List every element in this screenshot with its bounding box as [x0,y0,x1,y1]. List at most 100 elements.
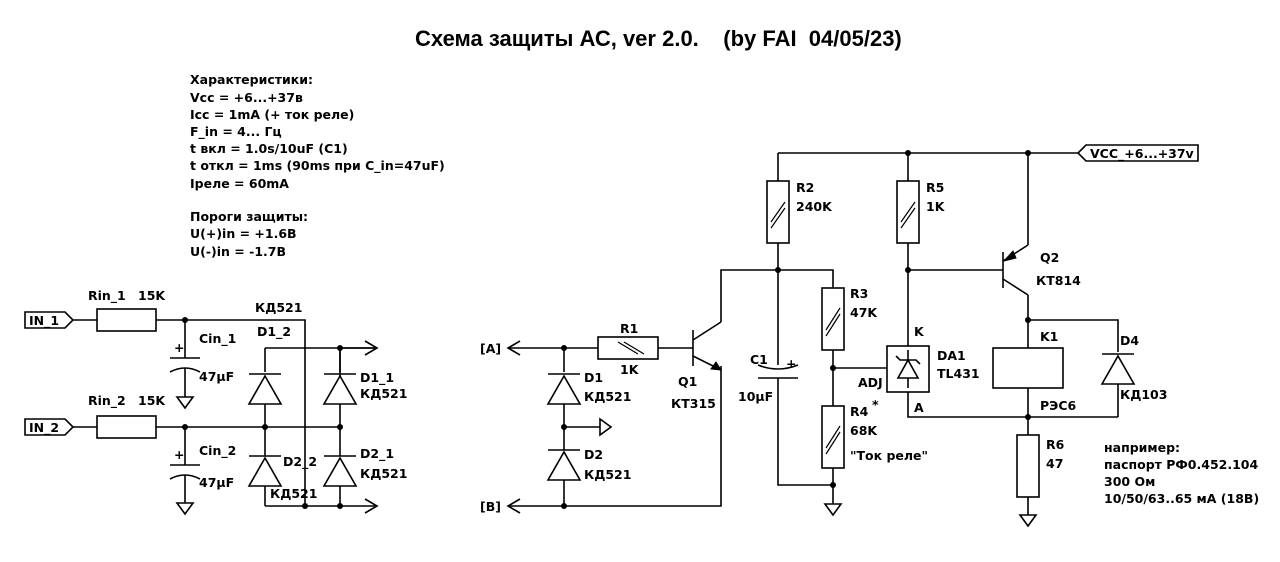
q2-name: Q2 [1040,250,1059,265]
schematic-title: Схема защиты АС, ver 2.0. (by FAI 04/05/… [415,26,902,51]
r3-mark [825,307,841,331]
r4-mark [825,431,841,455]
cin1-name: Cin_1 [199,331,236,347]
input-section: IN_1 Rin_1 15K + Cin_1 47µF IN_2 Rin_2 1… [24,288,407,516]
rin1-name: Rin_1 [88,288,126,304]
q1-collector [692,321,722,341]
r5-name: R5 [926,180,944,195]
r3-value: 47K [850,305,878,320]
da1-value: TL431 [937,366,980,381]
junction-dot [337,503,343,509]
rin1-resistor [96,308,157,332]
thresholds-heading: Пороги защиты: [190,209,308,224]
port-a-label: [A] [480,341,501,356]
d2-1-value: КД521 [360,466,407,481]
d2-1-diode [322,456,358,487]
cin2-plus: + [174,447,184,462]
d4-name: D4 [1120,333,1139,348]
characteristics-heading: Характеристики: [190,72,313,87]
k1-value: РЭС6 [1040,398,1077,413]
in2-label: IN_2 [29,420,59,436]
ground-icon [823,503,843,517]
spec-line: Vcc = +6...+37в [190,90,303,105]
d1-2-name: D1_2 [257,324,291,340]
c1-value: 10µF [738,389,773,404]
rin2-name: Rin_2 [88,393,126,409]
d1-1-value: КД521 [360,386,407,401]
r2-mark [770,207,786,229]
d2-diode [546,450,582,481]
c1-plate [757,364,799,370]
r5-mark [900,201,916,223]
da1-name: DA1 [937,348,966,363]
r2-value: 240K [796,199,833,214]
wire [720,269,778,322]
spec-line: t откл = 1ms (90ms при C_in=47uF) [190,158,445,174]
da1-pin-adj: ADJ [858,375,883,390]
cin2-name: Cin_2 [199,443,236,459]
cin1-value: 47µF [199,369,234,384]
vcc-port [1076,144,1199,162]
q1-name: Q1 [678,374,697,389]
spec-line: F_in = 4... Гц [190,124,282,140]
threshold-line: U(-)in = -1.7В [190,244,286,259]
r6-value: 47 [1046,456,1063,471]
spec-line: Iреле = 60mA [190,176,289,191]
vcc-label: VCC_+6...+37v [1090,146,1194,162]
r2-mark [770,201,786,223]
r4-note: "Ток реле" [850,448,928,463]
relay-note-line: 10/50/63..65 мА (18В) [1104,491,1259,506]
junction-dot [262,424,268,430]
d1-2-diode [247,374,283,405]
r2-name: R2 [796,180,814,195]
k1-relay-coil [992,347,1064,389]
d2-1-name: D2_1 [360,446,394,462]
wire [1028,319,1119,352]
d1-1-name: D1_1 [360,370,394,386]
rin1-value: 15K [138,288,166,303]
d2-value: КД521 [584,467,631,482]
r5-value: 1K [926,199,946,214]
r1-mark [623,341,645,355]
rin2-value: 15K [138,393,166,408]
arrow-icon [364,340,379,356]
c1-name: C1 [750,352,768,367]
d1-1-diode [322,374,358,405]
d1-name: D1 [584,370,603,385]
d2-2-name: D2_2 [283,454,317,470]
r4-value: 68K [850,423,878,438]
r1-value: 1K [620,362,640,377]
r3-mark [825,313,841,337]
in1-port [24,311,75,329]
r4-name: R4 [850,404,869,419]
spec-line: t вкл = 1.0s/10uF (C1) [190,141,348,156]
threshold-line: U(+)in = +1.6В [190,226,297,241]
r3-name: R3 [850,286,868,301]
q2-value: КТ814 [1036,273,1081,288]
r1-mark [617,341,639,355]
k1-name: K1 [1040,329,1058,344]
arrow-icon [364,498,379,514]
q1-emitter-arrow [710,361,722,371]
cin2-value: 47µF [199,475,234,490]
junction-dot [830,482,836,488]
d1-diode [546,374,582,405]
port-b-label: [B] [480,499,501,514]
junction-dot [302,503,308,509]
ground-icon [175,396,195,410]
wire [508,366,722,507]
q2-collector [1002,278,1029,296]
relay-note-line: например: [1104,440,1180,455]
r4-mark-star: * [872,397,879,412]
in2-port [24,418,75,436]
ground-icon [175,502,195,516]
ground-icon [1018,514,1038,528]
r6-name: R6 [1046,437,1065,452]
d2-name: D2 [584,447,603,462]
d4-diode [1100,354,1136,385]
cin1-plus: + [174,340,184,355]
relay-note-line: паспорт РФ0.452.104 [1104,457,1258,472]
da1-pin-k: K [914,324,925,339]
c1-plus: + [786,356,796,371]
